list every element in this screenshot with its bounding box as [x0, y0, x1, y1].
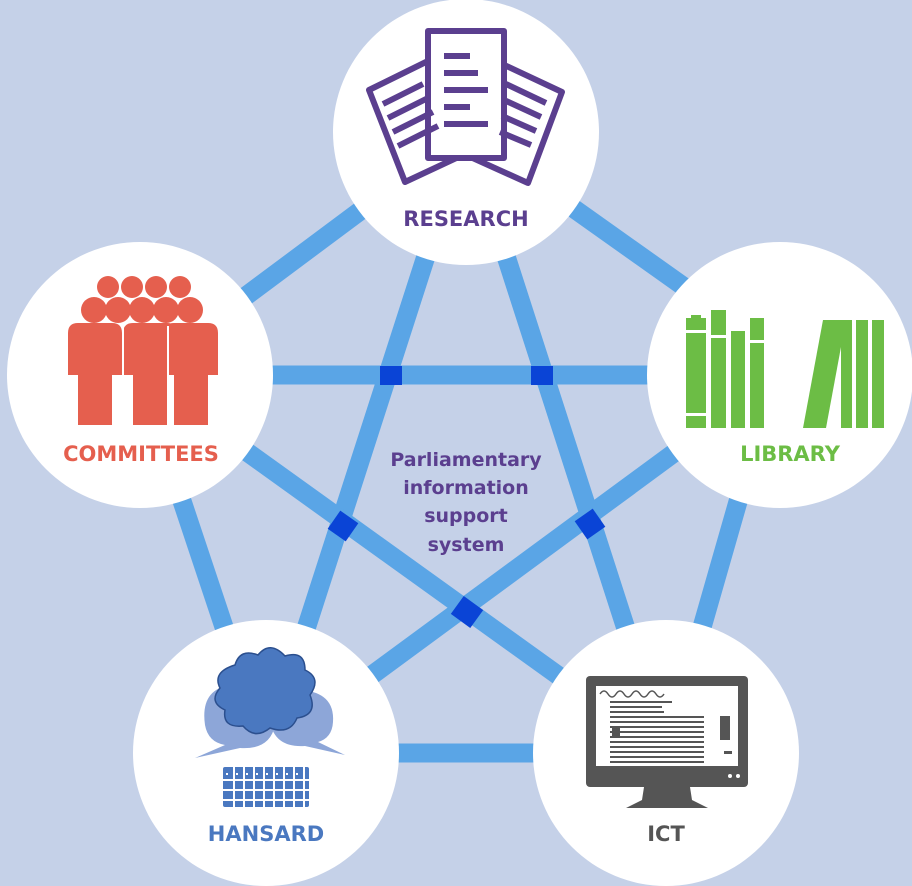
center-line-3: support — [424, 505, 508, 527]
node-committees-label: COMMITTEES — [63, 442, 219, 466]
people-group-icon — [68, 276, 218, 425]
intersection-marker — [450, 596, 484, 628]
intersection-marker — [531, 366, 553, 385]
intersection-marker — [327, 510, 359, 542]
documents-icon — [366, 28, 565, 186]
keyboard-icon — [223, 767, 309, 807]
node-committees[interactable]: COMMITTEES — [7, 242, 273, 508]
monitor-icon — [586, 676, 748, 808]
node-hansard[interactable]: HANSARD — [133, 620, 399, 886]
node-research[interactable]: RESEARCH — [333, 0, 599, 265]
center-line-1: Parliamentary — [390, 449, 542, 471]
node-ict-label: ICT — [647, 822, 685, 846]
node-library-label: LIBRARY — [740, 442, 841, 466]
center-line-4: system — [428, 534, 505, 556]
node-library[interactable]: LIBRARY — [647, 242, 912, 508]
connector-intersections — [327, 366, 606, 628]
intersection-marker — [574, 508, 606, 540]
books-icon — [686, 310, 884, 428]
node-research-label: RESEARCH — [403, 207, 528, 231]
node-hansard-circle — [133, 620, 399, 886]
node-hansard-label: HANSARD — [208, 822, 324, 846]
center-line-2: information — [403, 477, 529, 499]
node-library-circle — [647, 242, 912, 508]
node-ict[interactable]: ICT — [533, 620, 799, 886]
center-label: Parliamentary information support system — [390, 449, 542, 556]
speech-bubbles-keyboard-icon — [195, 647, 345, 807]
intersection-marker — [380, 366, 402, 385]
